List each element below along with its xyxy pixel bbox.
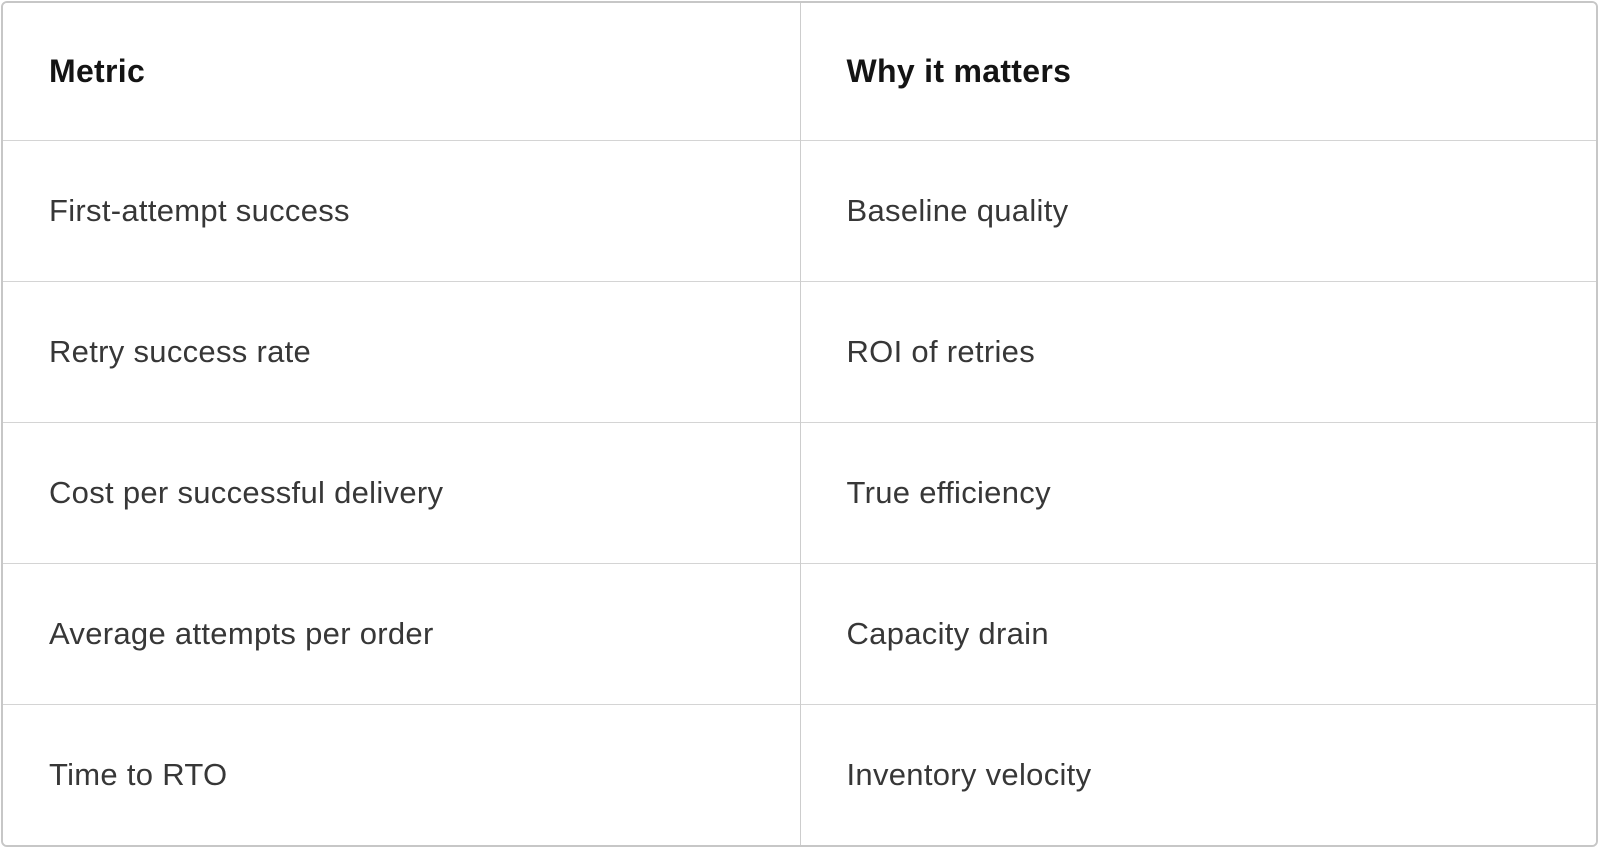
table-row: Cost per successful delivery True effici… [3, 421, 1596, 563]
table-header-row: Metric Why it matters [3, 3, 1596, 140]
cell-metric: First-attempt success [3, 139, 801, 281]
table-row: Average attempts per order Capacity drai… [3, 562, 1596, 704]
metrics-table: Metric Why it matters First-attempt succ… [3, 3, 1596, 845]
table-row: Time to RTO Inventory velocity [3, 703, 1596, 845]
cell-why: Capacity drain [800, 562, 1596, 704]
table-row: First-attempt success Baseline quality [3, 139, 1596, 281]
cell-metric: Retry success rate [3, 280, 801, 422]
table-row: Retry success rate ROI of retries [3, 280, 1596, 422]
cell-why: ROI of retries [800, 280, 1596, 422]
cell-metric: Time to RTO [3, 703, 801, 845]
table-body: First-attempt success Baseline quality R… [3, 139, 1596, 845]
cell-why: Baseline quality [800, 139, 1596, 281]
cell-metric: Average attempts per order [3, 562, 801, 704]
column-header-metric: Metric [3, 3, 801, 140]
column-header-why-it-matters: Why it matters [800, 3, 1596, 140]
cell-metric: Cost per successful delivery [3, 421, 801, 563]
table-header: Metric Why it matters [3, 3, 1596, 140]
cell-why: Inventory velocity [800, 703, 1596, 845]
cell-why: True efficiency [800, 421, 1596, 563]
